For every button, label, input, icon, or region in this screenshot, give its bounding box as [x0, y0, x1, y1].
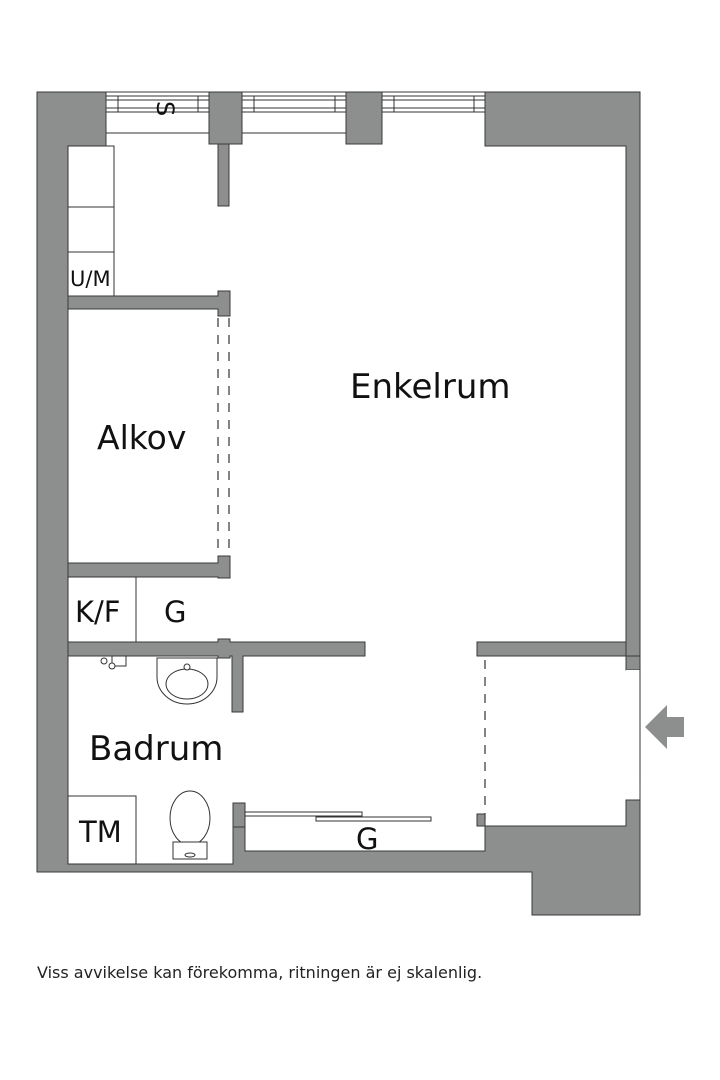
faucet-icon	[100, 655, 127, 670]
window-pier-middle	[345, 91, 383, 145]
disclaimer-text: Viss avvikelse kan förekomma, ritningen …	[37, 963, 483, 982]
wall-bathroom-top	[67, 638, 366, 713]
closets	[67, 576, 137, 643]
alkov-opening	[217, 318, 230, 556]
kitchen-counter	[67, 145, 115, 297]
tm-label: TM	[78, 815, 122, 849]
toilet-icon	[169, 790, 211, 860]
window-middle	[242, 95, 346, 113]
room-enkelrum-label: Enkelrum	[350, 367, 511, 407]
g-wardrobe-label: G	[356, 822, 378, 856]
room-alkov-label: Alkov	[97, 418, 186, 457]
wall-stub-top	[217, 143, 230, 207]
um-label: U/M	[70, 267, 111, 291]
arrow-left-icon	[645, 705, 684, 749]
tm-cabinet	[67, 795, 137, 865]
entrance-door	[626, 670, 640, 778]
wall-entrance-bottom	[476, 813, 486, 827]
wall-alkov-top	[67, 290, 231, 317]
window-right	[382, 95, 485, 113]
sink-icon	[156, 657, 218, 705]
kf-label: K/F	[75, 595, 120, 629]
room-badrum-label: Badrum	[89, 729, 223, 769]
g-closet-label: G	[164, 595, 186, 629]
wall-entrance-top	[476, 641, 641, 671]
window-pier-left	[208, 91, 243, 145]
wall-bathroom-right-stub	[232, 802, 246, 828]
wardrobe-doors	[244, 811, 432, 822]
s-radiator-label: S	[151, 101, 179, 116]
window-left	[106, 95, 209, 113]
